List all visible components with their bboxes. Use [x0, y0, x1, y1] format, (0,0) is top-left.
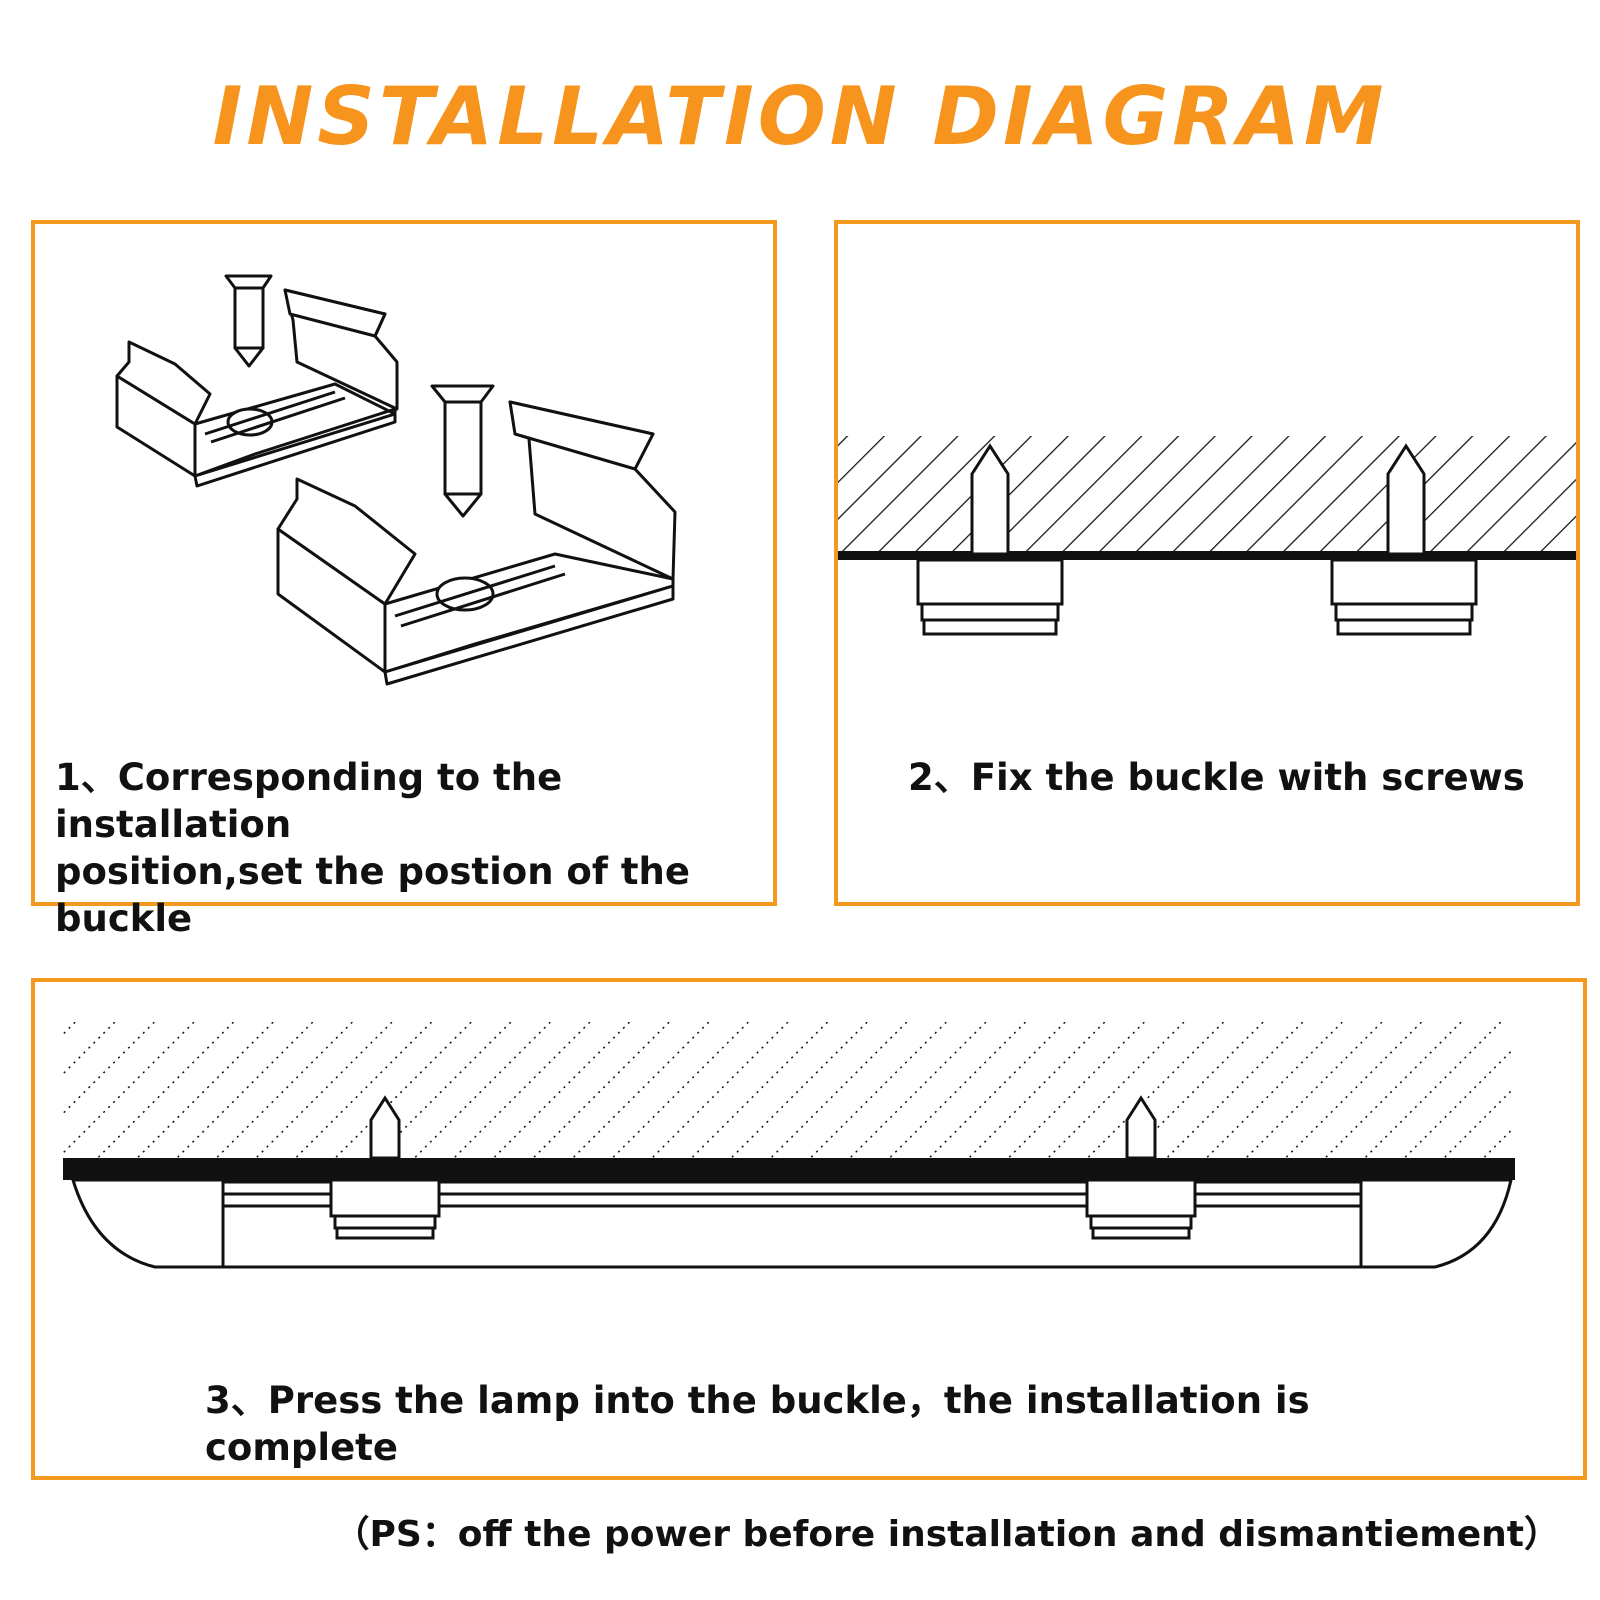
ceiling-surface	[838, 551, 1576, 560]
step-3-panel: 3、Press the lamp into the buckle，the ins…	[31, 978, 1587, 1480]
lamp-installed-illustration	[63, 1022, 1515, 1269]
buckle-bracket-illustration	[115, 274, 677, 686]
step-1-caption: 1、Corresponding to the installation posi…	[55, 754, 765, 942]
screw-1	[224, 274, 273, 368]
buckle-left	[916, 558, 1064, 636]
screw-right	[1386, 443, 1426, 556]
small-buckle-bracket	[115, 288, 399, 488]
step-2-caption-line-1: 2、Fix the buckle with screws	[908, 756, 1525, 799]
step-3-caption-line-1: 3、Press the lamp into the buckle，the ins…	[205, 1379, 1310, 1469]
step-3-caption: 3、Press the lamp into the buckle，the ins…	[205, 1377, 1455, 1471]
ceiling-hatch	[838, 436, 1576, 556]
buckle-right	[1330, 558, 1478, 636]
ceiling-buckle-illustration	[838, 436, 1576, 636]
diagram-title: INSTALLATION DIAGRAM	[212, 70, 1388, 163]
buckle-right	[1085, 1178, 1197, 1240]
screw-left	[369, 1095, 401, 1160]
step-1-panel: 1、Corresponding to the installation posi…	[31, 220, 777, 940]
screw-2	[430, 384, 495, 518]
step-1-caption-line-1: 1、Corresponding to the installation	[55, 756, 563, 846]
safety-note: （PS：off the power before installation an…	[333, 1514, 1560, 1555]
ceiling-surface	[63, 1158, 1515, 1180]
ceiling-hatch-dotted	[63, 1022, 1513, 1162]
buckle-left	[329, 1178, 441, 1240]
large-buckle-bracket	[276, 400, 677, 686]
step-1-caption-line-2: position,set the postion of the buckle	[55, 850, 690, 940]
screw-right	[1125, 1095, 1157, 1160]
step-2-caption: 2、Fix the buckle with screws	[908, 754, 1548, 801]
screw-left	[970, 443, 1010, 556]
step-2-panel: 2、Fix the buckle with screws	[834, 220, 1580, 906]
